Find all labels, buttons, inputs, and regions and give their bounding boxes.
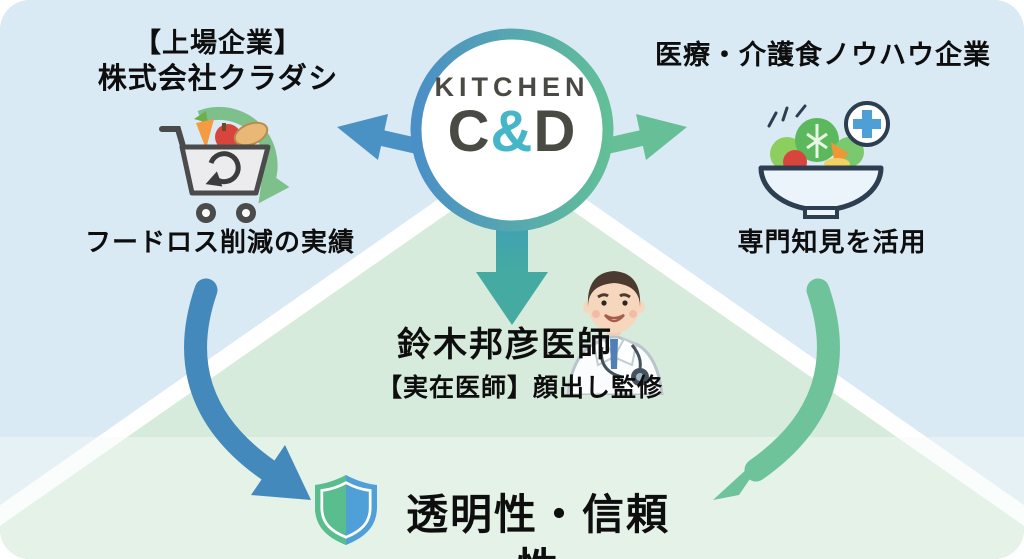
brand-logo: KITCHEN C&D [415,72,609,161]
top-left-caption: フードロス削減の実績 [84,227,355,257]
shield-icon [310,473,382,547]
diagonal-stripe-right [507,151,1024,526]
top-left-title: 【上場企業】 株式会社クラダシ [58,26,378,98]
doctor-illustration [552,261,676,397]
top-left-title-line2: 株式会社クラダシ [97,62,339,95]
cart-body [159,126,271,223]
brand-kitchen: KITCHEN [434,72,590,102]
supervisor-name: 鈴木邦彦医師 [397,326,613,364]
brand-letter-d: D [533,99,577,164]
supervisor-caption: 【実在医師】顔出し監修 [376,374,663,402]
medical-cross-icon [844,101,890,147]
salad-vegetables [770,118,864,174]
outcome-label: 透明性・信頼性 [405,491,670,559]
salad-bowl [758,165,884,219]
background-bottom-band [0,437,1024,559]
doctor-face [583,271,645,335]
cart-recycle-symbol [205,151,241,187]
brand-ampersand: & [490,99,534,164]
center-circle [410,28,614,232]
stethoscope [599,344,649,386]
top-left-title-line1: 【上場企業】 [134,28,302,58]
top-right-title: 医療・介護食ノウハウ企業 [655,40,991,70]
diagonal-stripe-left [0,151,517,526]
brand-cd: C&D [415,103,609,161]
curved-arrow-left [184,278,311,500]
recycle-cart-icon [148,101,296,231]
sparkle-lines [767,104,807,128]
healthy-food-medical-icon [745,96,897,228]
cart-food [194,111,269,150]
curved-arrow-right [713,278,840,500]
brand-letter-c: C [447,99,491,164]
top-right-caption: 専門知見を活用 [737,227,927,257]
